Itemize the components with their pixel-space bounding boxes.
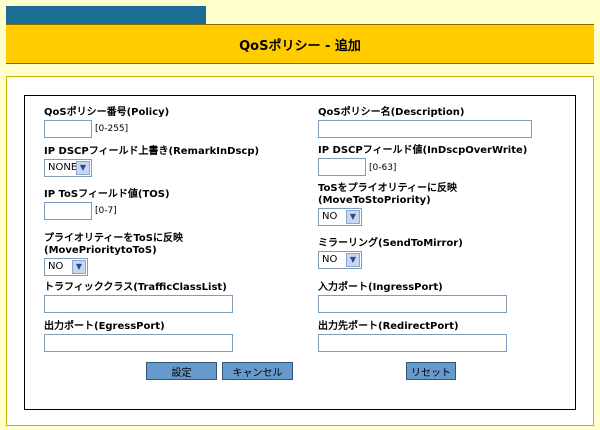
move-priority-to-tos-value: NO [48,261,64,272]
page-title: QoSポリシー - 追加 [239,38,361,54]
traffic-class-list-label: トラフィッククラス(TrafficClassList) [44,282,227,293]
chevron-down-icon: ▼ [72,260,86,274]
chevron-down-icon: ▼ [76,161,90,175]
tos-label: IP ToSフィールド値(TOS) [44,189,170,200]
egress-port-input[interactable] [44,334,233,352]
move-priority-to-tos-label-1: プライオリティーをToSに反映 [44,233,183,244]
policy-range-hint: [0-255] [95,124,129,134]
in-dscp-overwrite-range-hint: [0-63] [369,163,397,173]
traffic-class-list-input[interactable] [44,295,233,313]
move-tos-to-priority-label-1: ToSをプライオリティーに反映 [318,183,457,194]
redirect-port-input[interactable] [318,334,507,352]
in-dscp-overwrite-input[interactable] [318,158,366,176]
remark-in-dscp-value: NONE [48,162,78,173]
tos-range-hint: [0-7] [95,206,117,216]
submit-button[interactable]: 設定 [146,362,217,380]
egress-port-label: 出力ポート(EgressPort) [44,321,165,332]
move-tos-to-priority-value: NO [322,211,338,222]
form-panel: QoSポリシー番号(Policy) [0-255] IP DSCPフィールド上書… [24,95,576,410]
ingress-port-input[interactable] [318,295,507,313]
ingress-port-label: 入力ポート(IngressPort) [318,282,443,293]
policy-input[interactable] [44,120,92,138]
top-tab [6,6,206,24]
policy-label: QoSポリシー番号(Policy) [44,107,170,118]
remark-in-dscp-label: IP DSCPフィールド上書き(RemarkInDscp) [44,146,260,157]
redirect-port-label: 出力先ポート(RedirectPort) [318,321,459,332]
remark-in-dscp-select[interactable]: NONE ▼ [44,159,92,177]
description-input[interactable] [318,120,532,138]
chevron-down-icon: ▼ [346,210,360,224]
move-tos-to-priority-label-2: (MoveToStoPriority) [318,195,431,206]
send-to-mirror-label: ミラーリング(SendToMirror) [318,238,463,249]
send-to-mirror-select[interactable]: NO ▼ [318,251,362,269]
tos-input[interactable] [44,202,92,220]
move-priority-to-tos-label-2: (MovePrioritytoToS) [44,245,157,256]
page-header: QoSポリシー - 追加 [6,24,594,64]
send-to-mirror-value: NO [322,254,338,265]
reset-button[interactable]: リセット [406,362,456,380]
description-label: QoSポリシー名(Description) [318,107,465,118]
chevron-down-icon: ▼ [346,253,360,267]
cancel-button[interactable]: キャンセル [222,362,293,380]
move-priority-to-tos-select[interactable]: NO ▼ [44,258,88,276]
in-dscp-overwrite-label: IP DSCPフィールド値(InDscpOverWrite) [318,145,528,156]
move-tos-to-priority-select[interactable]: NO ▼ [318,208,362,226]
